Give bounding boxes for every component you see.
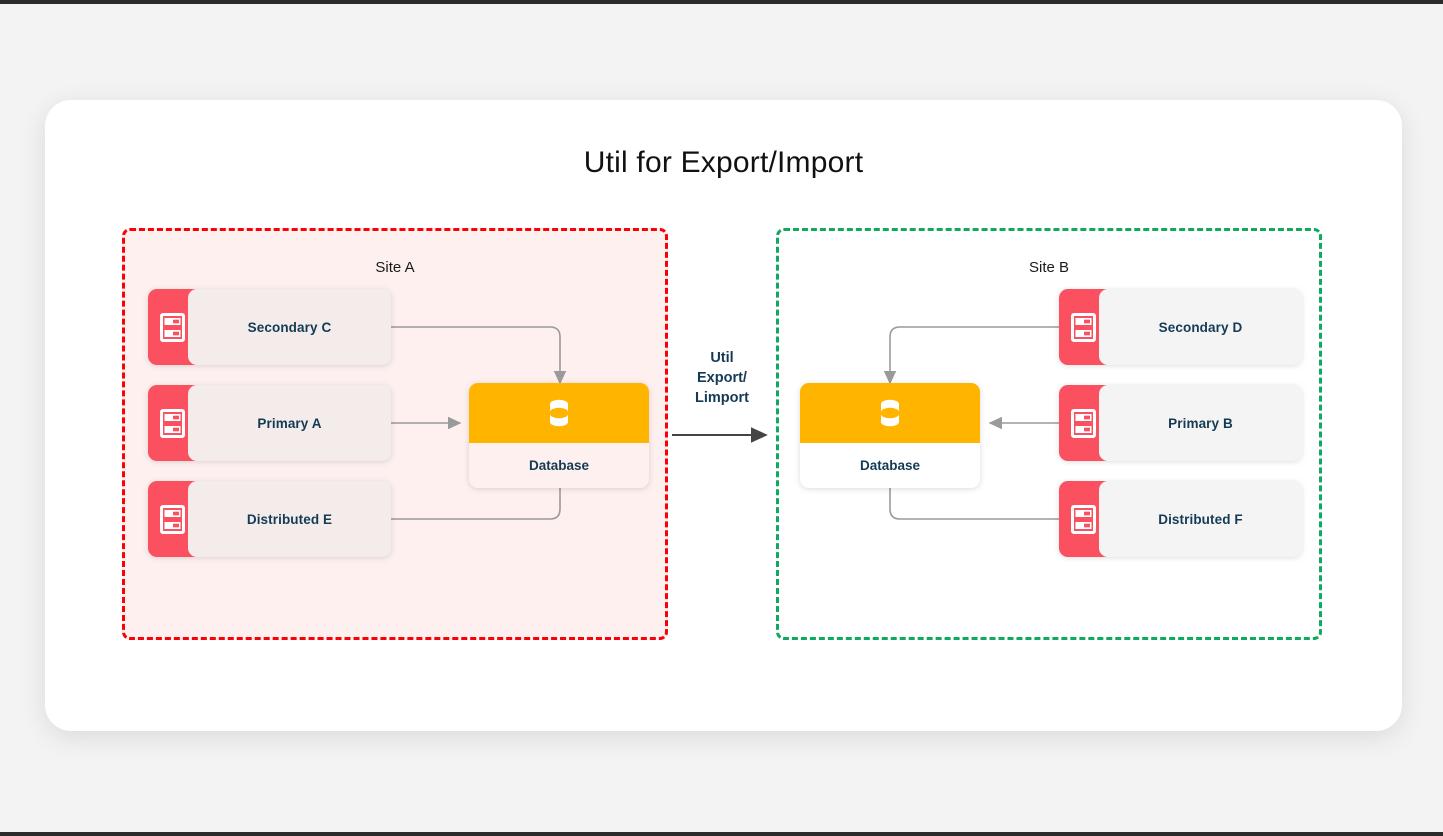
node-secondary-d[interactable]: Secondary D xyxy=(1059,289,1302,365)
database-node-site-a[interactable]: Database xyxy=(469,383,649,488)
node-primary-b[interactable]: Primary B xyxy=(1059,385,1302,461)
site-a-container[interactable]: Site A xyxy=(122,228,668,640)
database-label: Database xyxy=(800,443,980,488)
transfer-label: Util Export/ Limport xyxy=(668,348,776,408)
node-label: Secondary C xyxy=(188,289,391,365)
node-label: Distributed E xyxy=(188,481,391,557)
database-icon xyxy=(800,383,980,443)
node-label: Primary B xyxy=(1099,385,1302,461)
database-icon xyxy=(469,383,649,443)
transfer-label-line2: Export/ xyxy=(697,370,747,386)
site-a-label: Site A xyxy=(375,259,415,276)
page-title: Util for Export/Import xyxy=(583,146,864,179)
node-distributed-f[interactable]: Distributed F xyxy=(1059,481,1302,557)
node-primary-a[interactable]: Primary A xyxy=(148,385,391,461)
transfer-label-line3: Limport xyxy=(695,390,749,406)
database-node-site-b[interactable]: Database xyxy=(800,383,980,488)
node-label: Secondary D xyxy=(1099,289,1302,365)
node-label: Primary A xyxy=(188,385,391,461)
node-secondary-c[interactable]: Secondary C xyxy=(148,289,391,365)
node-distributed-e[interactable]: Distributed E xyxy=(148,481,391,557)
diagram-card: Util for Export/Import Site A xyxy=(45,100,1402,731)
node-label: Distributed F xyxy=(1099,481,1302,557)
transfer-arrow xyxy=(672,427,768,443)
site-b-label: Site B xyxy=(1028,259,1070,276)
site-b-container[interactable]: Site B xyxy=(776,228,1322,640)
database-label: Database xyxy=(469,443,649,488)
transfer-label-line1: Util xyxy=(710,350,734,366)
